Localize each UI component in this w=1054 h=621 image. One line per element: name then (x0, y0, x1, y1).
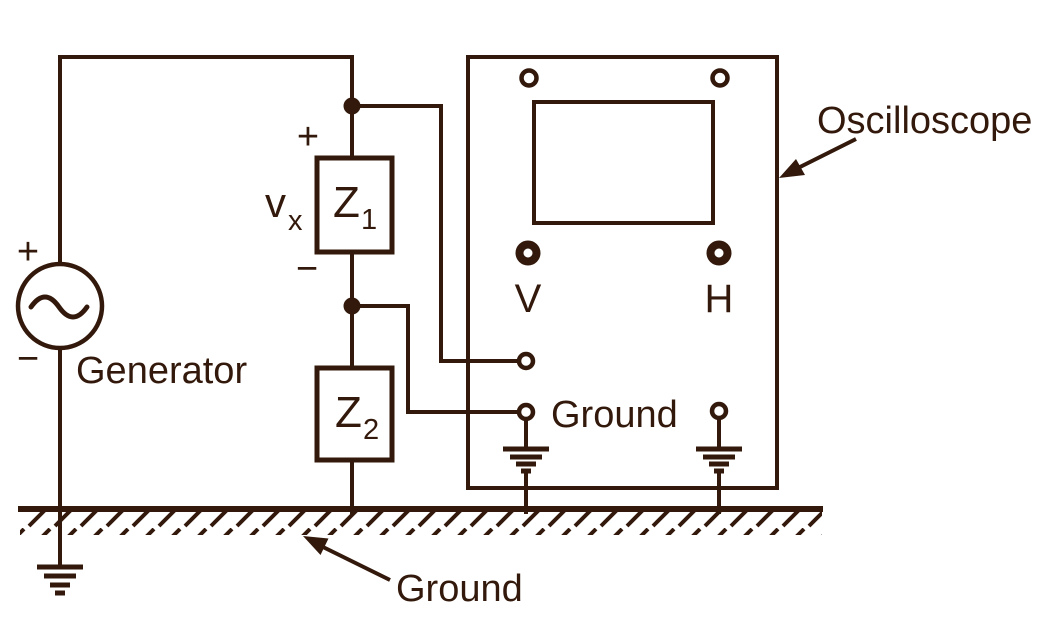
junction-dot-top (343, 97, 361, 115)
ground-input-wire (350, 304, 520, 414)
ground-arrowhead-icon (303, 536, 329, 555)
ac-sine-icon (28, 294, 90, 320)
oscilloscope-label: Oscilloscope (817, 100, 1032, 142)
generator-top-wire (58, 55, 354, 267)
top-terminal-right-icon (710, 68, 730, 88)
h-terminal-label: H (705, 277, 734, 321)
ground-arrow (303, 536, 391, 582)
earth-ground-icon-h (696, 446, 742, 474)
generator-source (15, 261, 105, 351)
generator-minus-sign: − (17, 338, 39, 380)
earth-ground-icon-v (503, 446, 549, 474)
vx-plus-sign: + (297, 116, 319, 158)
oscilloscope-screen (532, 100, 715, 225)
z2-label: Z (335, 388, 362, 437)
vx-minus-sign: − (296, 248, 318, 290)
vertical-input-wire (350, 104, 520, 363)
v-terminal-icon (515, 240, 541, 266)
wires (58, 55, 729, 568)
z1-box (314, 155, 395, 255)
ground-terminal-h-icon (709, 401, 729, 421)
h-terminal-icon (706, 240, 732, 266)
junction-dot-middle (343, 297, 361, 315)
z1-impedance: Z 1 (314, 155, 395, 255)
earth-ground-icon-generator (37, 564, 83, 596)
vx-label: v (265, 179, 286, 226)
oscilloscope-arrow-line (797, 137, 857, 170)
scope-ground-label: Ground (551, 394, 678, 436)
ground-plane (18, 506, 823, 535)
z1-label: Z (333, 178, 360, 227)
ground-hatching (20, 511, 822, 535)
z2-impedance: Z 2 (314, 365, 395, 463)
generator-label: Generator (76, 350, 247, 392)
z2-subscript: 2 (363, 414, 379, 446)
oscilloscope-arrowhead-icon (779, 159, 805, 178)
z1-subscript: 1 (361, 204, 377, 236)
generator-plus-sign: + (17, 231, 39, 273)
z2-box (314, 365, 395, 463)
ground-terminal-v-icon (516, 402, 536, 422)
oscilloscope-arrow (779, 137, 857, 178)
v-terminal-label: V (515, 277, 542, 321)
ground-arrow-line (322, 545, 391, 582)
ground-label: Ground (396, 568, 523, 610)
vertical-input-terminal-icon (516, 351, 536, 371)
top-terminal-left-icon (519, 68, 539, 88)
vx-subscript: x (288, 205, 303, 237)
